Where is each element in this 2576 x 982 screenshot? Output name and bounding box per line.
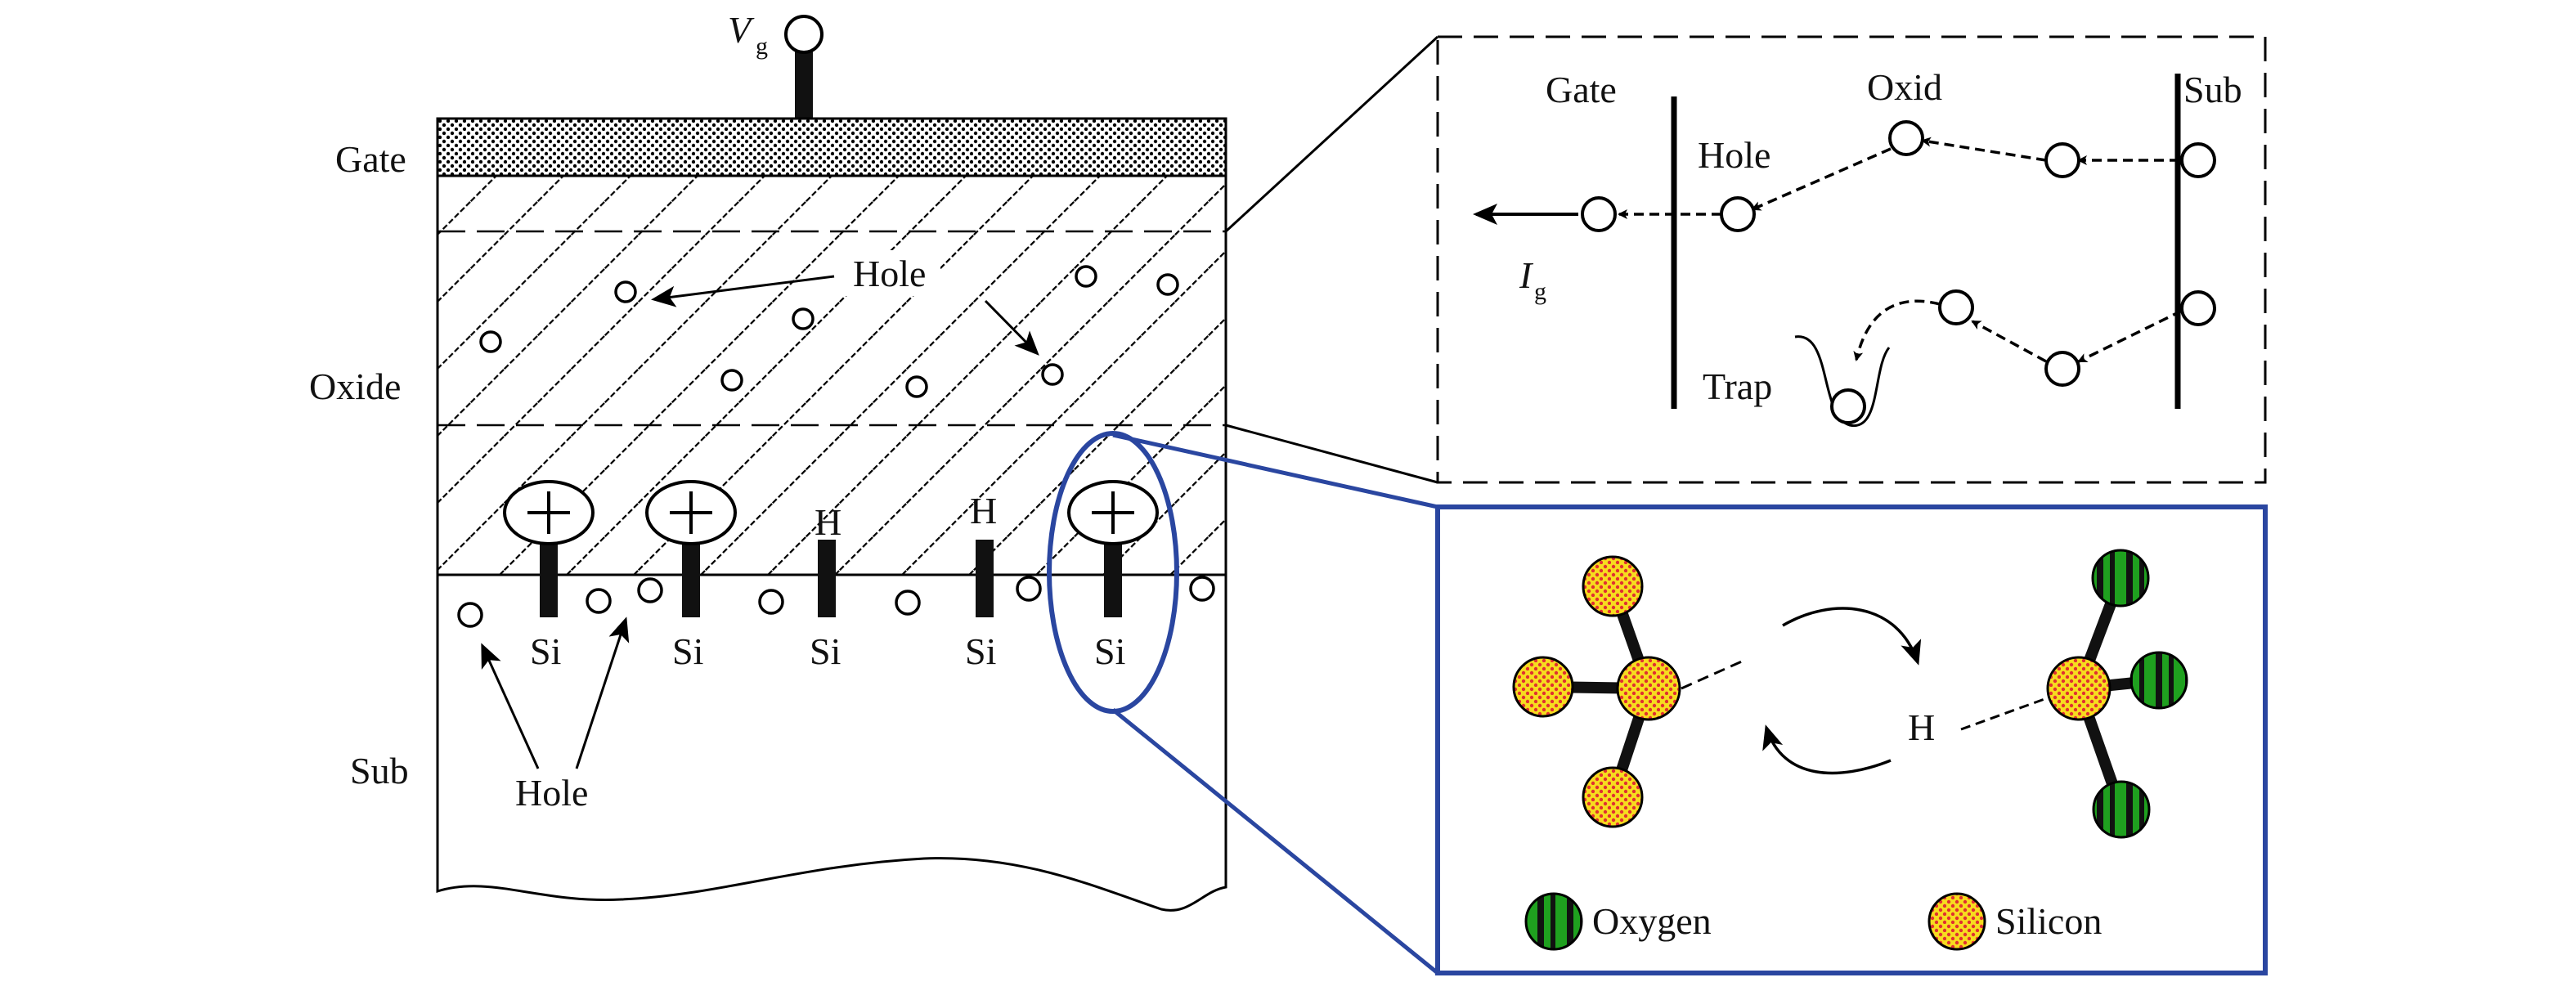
band-hole xyxy=(1938,289,1974,325)
substrate-hole xyxy=(457,602,483,628)
oxygen-atom xyxy=(2129,651,2188,710)
interface-site-2: Si xyxy=(645,480,737,672)
silicon-atom xyxy=(1582,555,1644,617)
reaction-arrow-forward xyxy=(1782,607,1922,666)
band-panel: Gate Oxid Sub Hole I g Trap xyxy=(1436,35,2267,484)
substrate-hole xyxy=(895,590,921,616)
trapped-hole xyxy=(1830,388,1866,424)
gate-layer-label: Gate xyxy=(335,138,406,180)
band-holes-lower xyxy=(1830,289,2216,424)
silicon-oxygen-cluster xyxy=(2046,549,2188,839)
oxide-hole xyxy=(1041,363,1064,386)
oxygen-atom xyxy=(2091,549,2150,608)
oxide-hole-arrow xyxy=(651,275,835,307)
silicon-atom xyxy=(1582,766,1644,828)
si-label: Si xyxy=(530,630,561,672)
si-label: Si xyxy=(965,630,996,672)
connector-lines xyxy=(1111,35,1439,975)
oxide-hole-label-bg xyxy=(842,250,940,296)
oxide-hole-arrow xyxy=(984,299,1039,356)
substrate-layer xyxy=(436,573,1227,912)
reaction-arrow-reverse xyxy=(1762,724,1892,775)
oxygen-legend-swatch xyxy=(1524,892,1583,951)
band-hole xyxy=(2044,351,2080,387)
oxide-hole xyxy=(905,375,928,398)
oxide-hole xyxy=(479,330,502,353)
substrate-hole-arrow xyxy=(481,643,540,769)
gate-voltage-label: V xyxy=(728,9,755,51)
si-label: Si xyxy=(810,630,841,672)
oxide-hole xyxy=(720,369,743,392)
substrate-hole xyxy=(1189,576,1215,602)
hole-trapping-path xyxy=(1794,299,2183,427)
oxygen-atom xyxy=(2092,780,2151,839)
band-hole xyxy=(1888,120,1924,156)
band-hole-label: Hole xyxy=(1698,134,1770,176)
gate-current-label: I xyxy=(1519,254,1534,296)
gate-current-subscript: g xyxy=(1534,278,1546,305)
substrate-holes xyxy=(457,576,1215,628)
band-gate-label: Gate xyxy=(1546,69,1617,110)
oxygen-legend-label: Oxygen xyxy=(1592,900,1712,942)
silicon-legend-swatch xyxy=(1928,892,1986,951)
legend: Oxygen Silicon xyxy=(1524,892,2102,951)
oxide-hole xyxy=(614,280,637,303)
mos-device: V g Gate Oxide Sub Hole xyxy=(309,9,1227,912)
molecule-panel: H Oxygen Silicon xyxy=(1435,504,2268,975)
band-holes-upper xyxy=(1581,120,2216,232)
oxide-holes xyxy=(479,265,1179,398)
substrate-hole-label: Hole xyxy=(515,772,588,814)
trap-label: Trap xyxy=(1703,365,1772,407)
band-substrate-label: Sub xyxy=(2183,69,2242,110)
oxide-hole xyxy=(1075,265,1097,288)
interface-site-5: Si xyxy=(1067,480,1159,672)
oxide-layer-label: Oxide xyxy=(309,365,401,407)
band-oxide-label: Oxid xyxy=(1867,66,1942,108)
silicon-atom xyxy=(1512,656,1574,718)
dangling-bond xyxy=(1681,659,1744,690)
gate-layer xyxy=(436,117,1227,177)
band-hole xyxy=(1720,196,1756,232)
band-hole xyxy=(1581,196,1617,232)
hole-tunneling-path xyxy=(1473,137,2179,225)
silicon-legend-label: Silicon xyxy=(1995,900,2102,942)
hydrogen-label: H xyxy=(970,490,997,531)
silicon-atom xyxy=(2046,656,2112,721)
silicon-cluster xyxy=(1512,555,1681,828)
oxide-hole xyxy=(1156,273,1179,296)
substrate-hole xyxy=(586,588,612,614)
interface-site-3: H Si xyxy=(810,501,841,672)
gate-terminal: V g xyxy=(728,9,824,119)
si-label: Si xyxy=(672,630,703,672)
oxide-hole xyxy=(792,307,815,330)
band-hole xyxy=(2180,142,2216,178)
substrate-hole xyxy=(1016,576,1042,602)
interface-site-1: Si xyxy=(503,480,595,672)
hydrogen-atom-label: H xyxy=(1908,706,1935,748)
si-label: Si xyxy=(1094,630,1125,672)
oxide-hole-label: Hole xyxy=(853,253,926,294)
silicon-atom xyxy=(1616,656,1681,721)
substrate-layer-label: Sub xyxy=(350,750,409,791)
substrate-hole xyxy=(758,589,784,615)
gate-voltage-subscript: g xyxy=(756,33,768,60)
band-hole xyxy=(2180,290,2216,326)
interface-site-4: H Si xyxy=(965,490,997,672)
substrate-hole xyxy=(637,577,663,603)
substrate-hole-arrow xyxy=(575,617,630,769)
band-hole xyxy=(2044,142,2080,178)
hydrogen-label: H xyxy=(815,501,841,543)
